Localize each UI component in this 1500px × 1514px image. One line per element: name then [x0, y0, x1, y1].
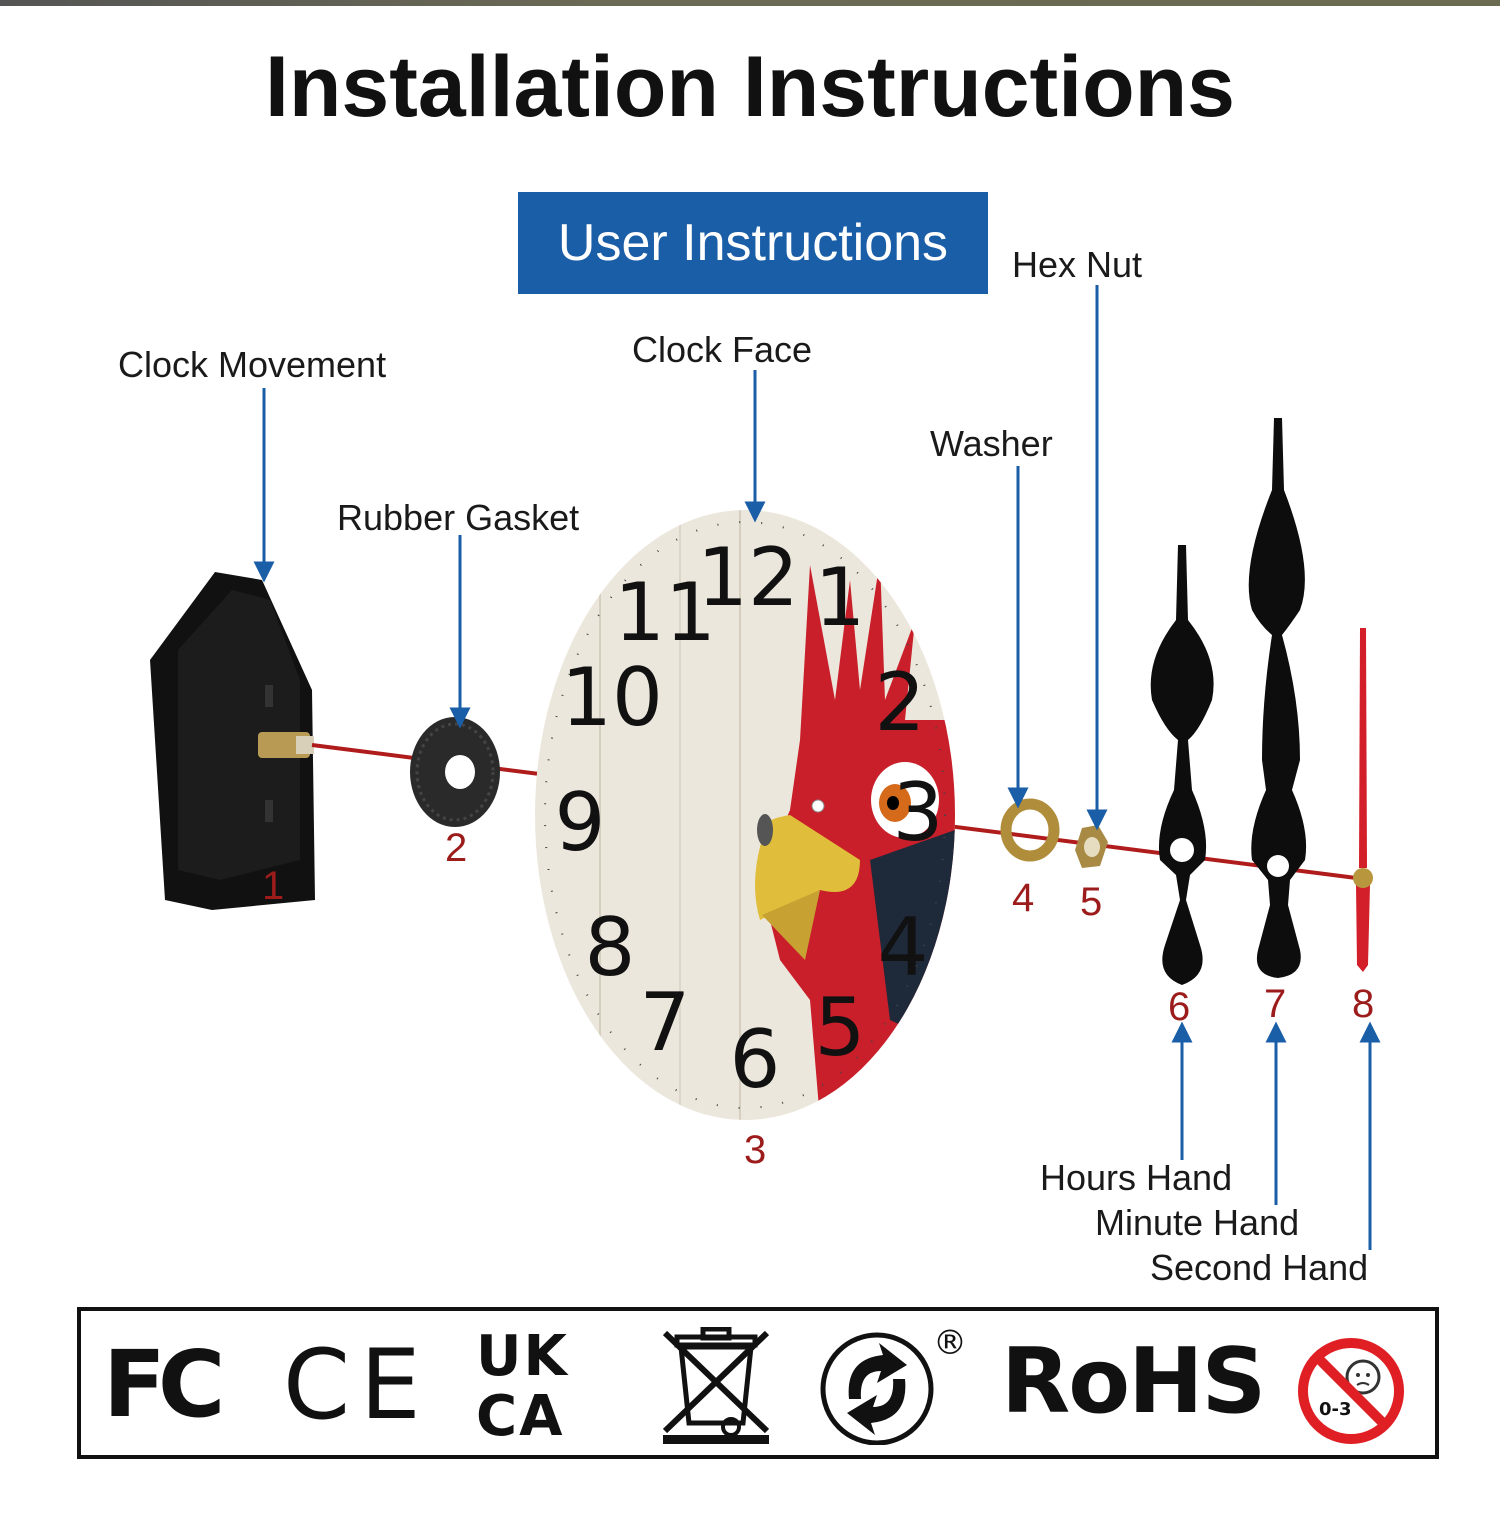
rohs-logo: RoHS	[1001, 1329, 1264, 1434]
dial-number-1: 1	[815, 551, 866, 644]
label-clock-face: Clock Face	[632, 329, 812, 371]
rubber-gasket-part	[410, 717, 500, 827]
minute-hand-part	[1249, 418, 1306, 978]
label-hex-nut: Hex Nut	[1012, 244, 1142, 286]
label-second-hand: Second Hand	[1150, 1247, 1368, 1289]
label-clock-movement: Clock Movement	[118, 344, 386, 386]
dial-number-8: 8	[585, 901, 636, 994]
label-minute-hand: Minute Hand	[1095, 1202, 1299, 1244]
label-rubber-gasket: Rubber Gasket	[337, 497, 579, 539]
clock-movement-part	[150, 572, 315, 910]
ukca-logo-top: UK	[476, 1329, 569, 1385]
dial-number-2: 2	[875, 656, 926, 749]
second-hand-part	[1353, 628, 1373, 972]
weee-bin-icon	[659, 1327, 774, 1445]
dial-number-10: 10	[561, 651, 663, 744]
part-number-7: 7	[1264, 982, 1286, 1027]
certification-panel: FC CE UK CA ® RoHS 0-3	[77, 1307, 1439, 1459]
dial-number-6: 6	[730, 1013, 781, 1106]
registered-mark: ®	[933, 1323, 967, 1363]
label-hours-hand: Hours Hand	[1040, 1157, 1232, 1199]
part-number-3: 3	[744, 1128, 766, 1173]
washer-part	[1006, 804, 1054, 856]
part-number-8: 8	[1352, 982, 1374, 1027]
part-number-4: 4	[1012, 876, 1034, 921]
ukca-logo-bottom: CA	[476, 1389, 564, 1445]
part-number-5: 5	[1080, 880, 1102, 925]
dial-number-9: 9	[555, 776, 606, 869]
dial-number-11: 11	[614, 566, 716, 659]
part-number-2: 2	[445, 826, 467, 871]
green-dot-recycle-icon	[819, 1329, 939, 1445]
dial-number-3: 3	[893, 766, 944, 859]
dial-number-4: 4	[878, 901, 929, 994]
dial-number-7: 7	[640, 976, 691, 1069]
ce-logo: CE	[283, 1329, 431, 1441]
label-washer: Washer	[930, 423, 1053, 465]
hours-hand-part	[1151, 545, 1214, 985]
part-number-6: 6	[1168, 985, 1190, 1030]
hex-nut-part	[1075, 825, 1108, 868]
part-number-1: 1	[262, 864, 284, 909]
not-for-children-icon	[1293, 1333, 1409, 1449]
fcc-logo: FC	[103, 1331, 217, 1438]
clock-face-part: 12 1 2 3 4 5 6 7 8 9 10 11	[535, 510, 955, 1120]
dial-number-5: 5	[815, 981, 866, 1074]
age-warning-label: 0-3	[1319, 1399, 1352, 1420]
assembly-diagram: 12 1 2 3 4 5 6 7 8 9 10 11	[0, 0, 1500, 1300]
